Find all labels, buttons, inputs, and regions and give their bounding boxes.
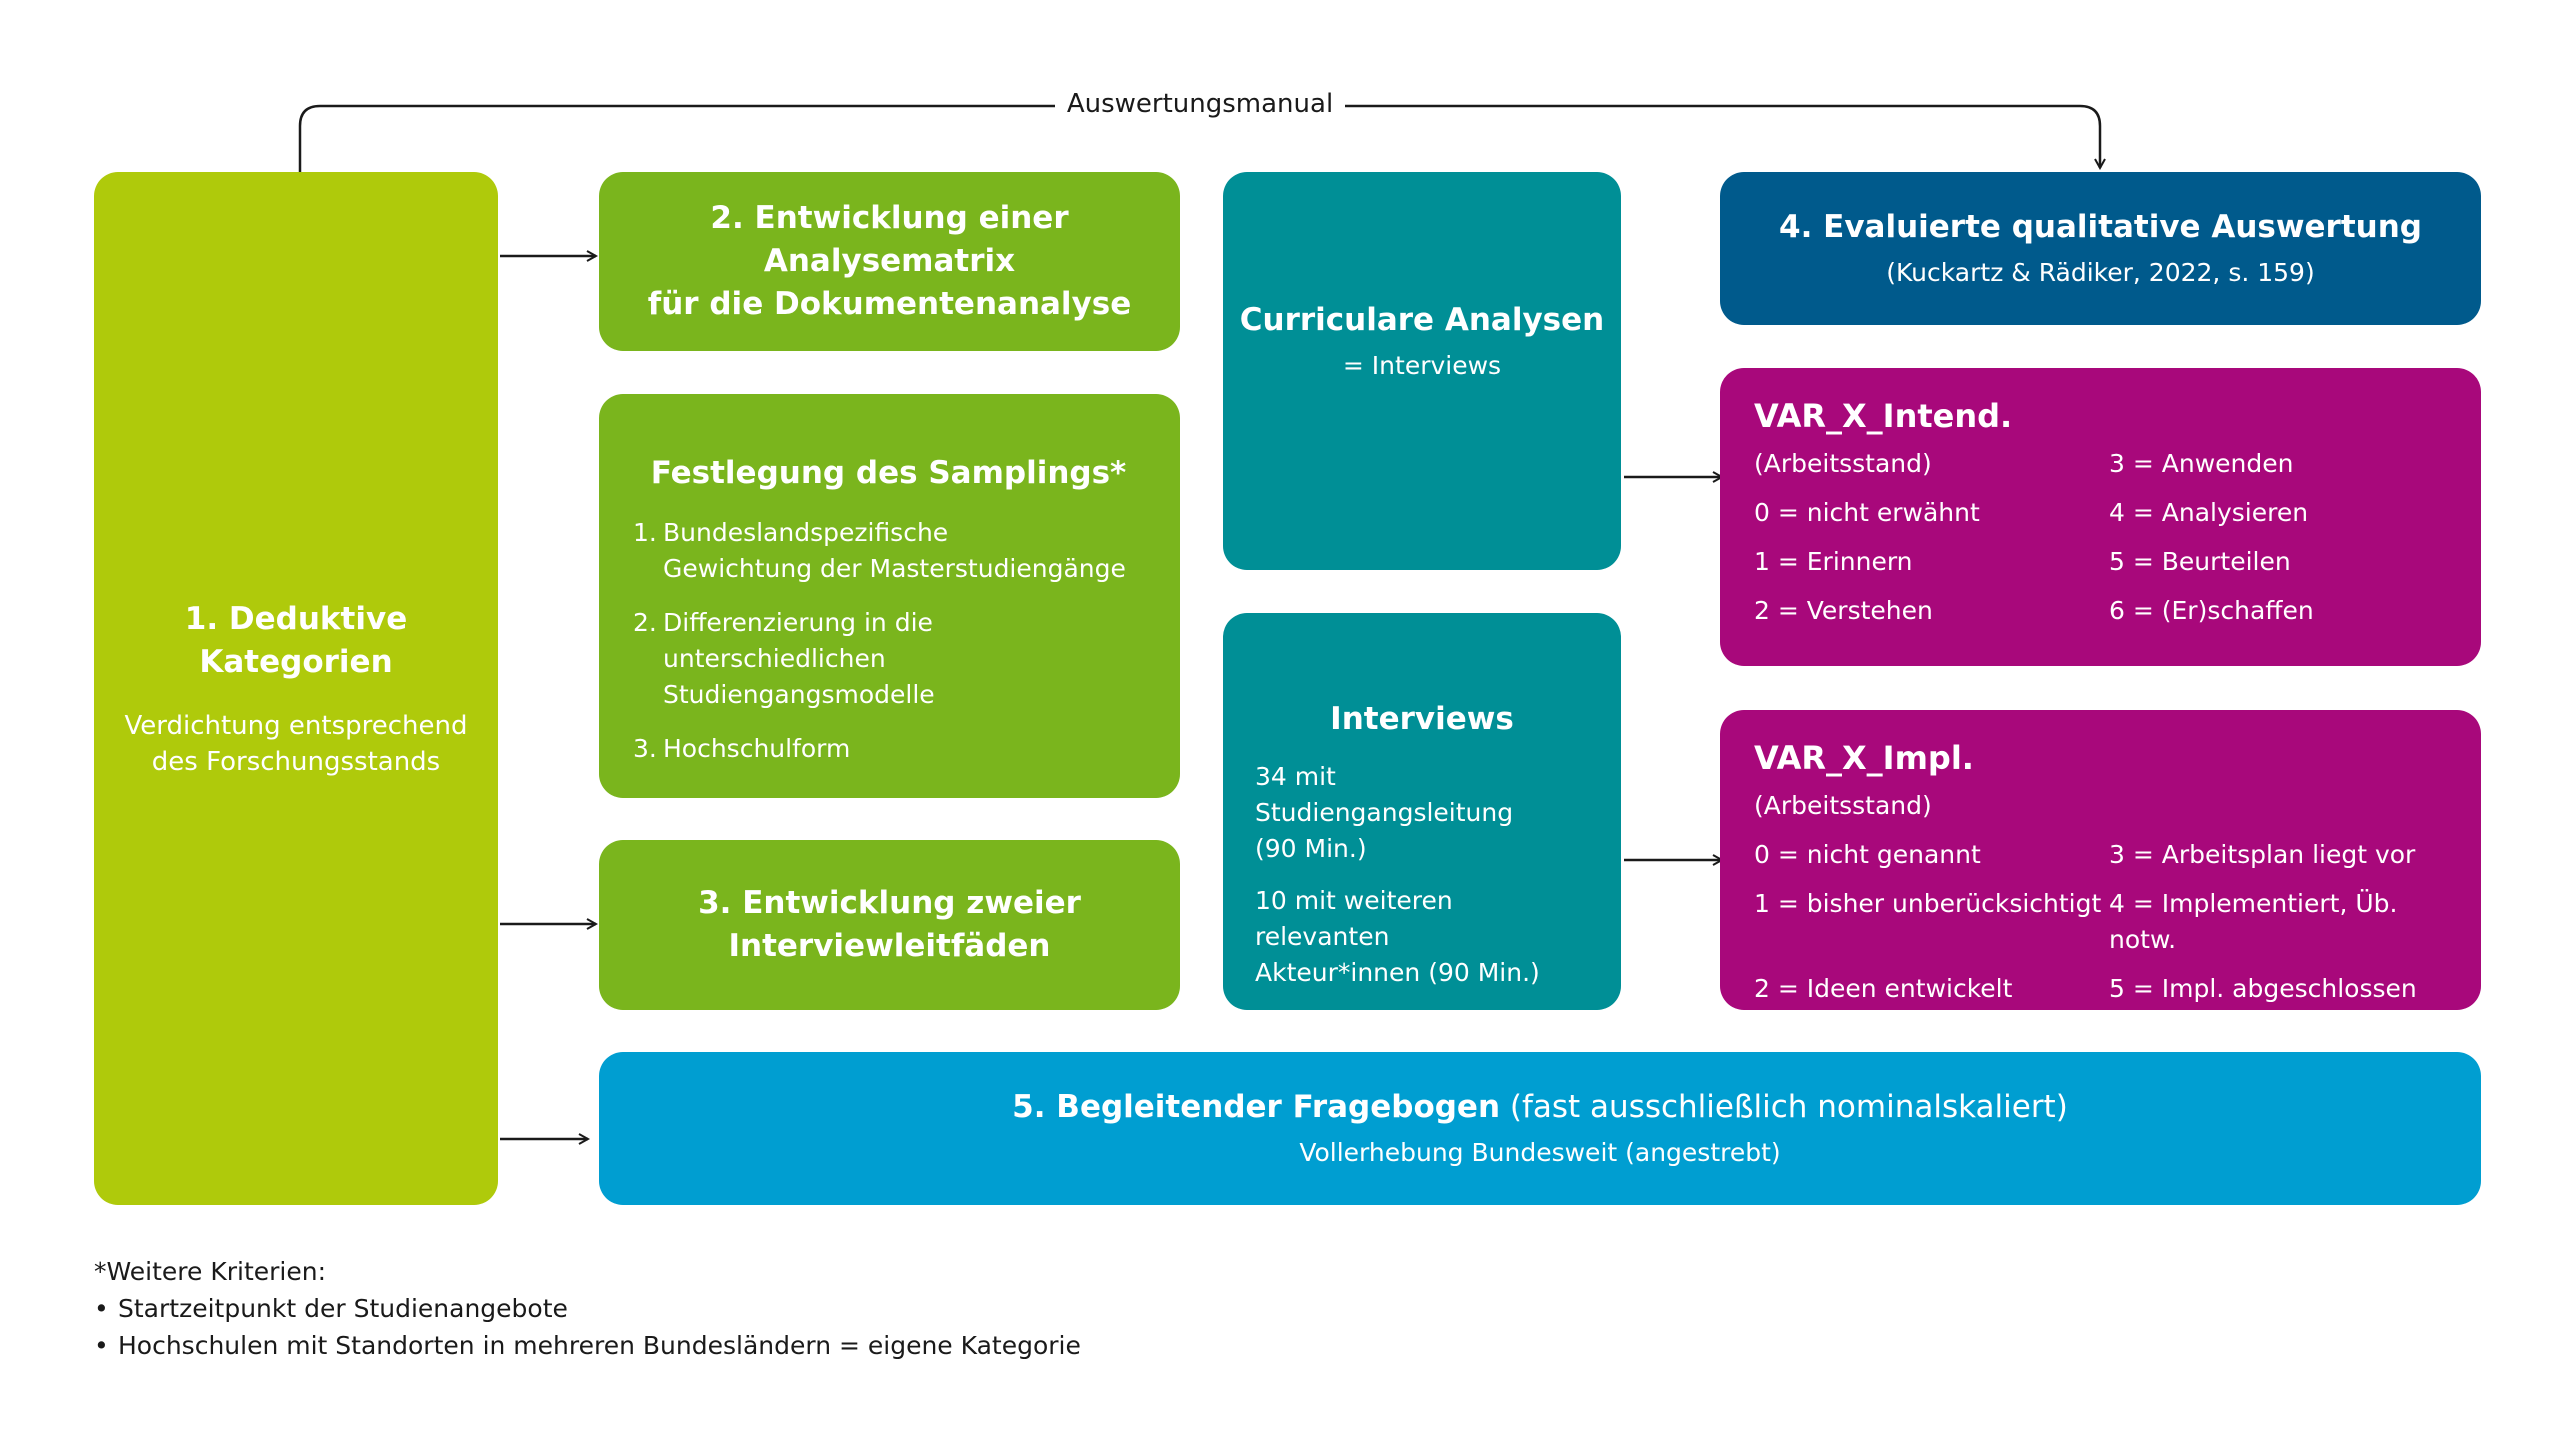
interviews-para-2: 10 mit weiteren relevanten Akteur*innen …: [1255, 883, 1589, 991]
var-impl-cell: [2109, 788, 2451, 824]
box5-title-bold: 5. Begleitender Fragebogen: [1012, 1089, 1501, 1125]
box-curricular-analyses: Curriculare Analysen = Interviews: [1223, 172, 1621, 570]
sampling-item-line2: Gewichtung der Masterstudiengänge: [663, 554, 1126, 583]
footnote-bullet: • Hochschulen mit Standorten in mehreren…: [94, 1327, 1081, 1364]
box-guides-line1: 3. Entwicklung zweier: [698, 885, 1081, 921]
var-intend-cell: 5 = Beurteilen: [2109, 547, 2291, 576]
box-var-impl: VAR_X_Impl. (Arbeitsstand) 0 = nicht gen…: [1720, 710, 2481, 1010]
var-intend-cell: 6 = (Er)schaffen: [2109, 596, 2314, 625]
box-deductive-line2: des Forschungsstands: [151, 746, 441, 777]
var-intend-title: VAR_X_Intend.: [1754, 397, 2013, 435]
sampling-item-num: 2.: [633, 608, 657, 637]
box-qualitative-evaluation: 4. Evaluierte qualitative Auswertung (Ku…: [1720, 172, 2481, 325]
var-intend-grid: (Arbeitsstand) 3 = Anwenden 0 = nicht er…: [1754, 446, 2451, 629]
footnote-bullet-text: Hochschulen mit Standorten in mehreren B…: [118, 1331, 1081, 1360]
sampling-item: 3. Hochschulform: [633, 731, 1144, 767]
var-impl-title: VAR_X_Impl.: [1754, 739, 1974, 777]
var-impl-grid: (Arbeitsstand) 0 = nicht genannt 3 = Arb…: [1754, 788, 2451, 1007]
interviews-p2-line2: Akteur*innen (90 Min.): [1255, 958, 1540, 987]
box-guides-line2: Interviewleitfäden: [728, 928, 1051, 964]
var-intend-cell: 1 = Erinnern: [1754, 547, 1913, 576]
var-impl-cell: 2 = Ideen entwickelt: [1754, 974, 2013, 1003]
interviews-title: Interviews: [1330, 701, 1514, 737]
box-sampling: Festlegung des Samplings* 1. Bundeslands…: [599, 394, 1180, 798]
box5-title-light: (fast ausschließlich nominalskaliert): [1500, 1089, 2068, 1125]
interviews-p1-line2: (90 Min.): [1255, 834, 1367, 863]
box-analysis-line2: für die Dokumentenanalyse: [647, 286, 1132, 322]
var-impl-cell: 3 = Arbeitsplan liegt vor: [2109, 840, 2416, 869]
box5-sub: Vollerhebung Bundesweit (angestrebt): [1299, 1138, 1781, 1167]
curricular-title: Curriculare Analysen: [1239, 301, 1605, 338]
var-impl-cell: 4 = Implementiert, Üb. notw.: [2109, 889, 2398, 954]
box4-sub: (Kuckartz & Rädiker, 2022, s. 159): [1886, 258, 2315, 287]
box-interview-guides: 3. Entwicklung zweier Interviewleitfäden: [599, 840, 1180, 1010]
sampling-item-num: 3.: [633, 734, 657, 763]
box-deductive-categories: 1. Deduktive Kategorien Verdichtung ents…: [94, 172, 498, 1205]
box-deductive-line1: Verdichtung entsprechend: [124, 710, 468, 741]
footnote-bullet-text: Startzeitpunkt der Studienangebote: [118, 1294, 568, 1323]
sampling-item-line1: Bundeslandspezifische: [663, 518, 949, 547]
var-intend-cell: 0 = nicht erwähnt: [1754, 498, 1980, 527]
footnote: *Weitere Kriterien: • Startzeitpunkt der…: [94, 1253, 1081, 1364]
box-analysis-line1: 2. Entwicklung einer Analysematrix: [710, 200, 1069, 279]
box-analysis-matrix: 2. Entwicklung einer Analysematrix für d…: [599, 172, 1180, 351]
box-deductive-title: 1. Deduktive Kategorien: [184, 600, 408, 680]
sampling-title: Festlegung des Samplings*: [650, 455, 1127, 491]
var-intend-cell: 4 = Analysieren: [2109, 498, 2309, 527]
var-impl-cell: (Arbeitsstand): [1754, 791, 1932, 820]
bullet-icon: •: [94, 1331, 109, 1360]
interviews-para-1: 34 mit Studiengangsleitung (90 Min.): [1255, 759, 1589, 867]
footnote-bullet: • Startzeitpunkt der Studienangebote: [94, 1290, 1081, 1327]
sampling-item: 2. Differenzierung in die unterschiedlich…: [633, 605, 1144, 713]
manual-label: Auswertungsmanual: [1055, 86, 1345, 122]
interviews-p1-line1: 34 mit Studiengangsleitung: [1255, 762, 1514, 827]
var-impl-cell: 0 = nicht genannt: [1754, 840, 1981, 869]
box4-title: 4. Evaluierte qualitative Auswertung: [1779, 209, 2422, 245]
bullet-icon: •: [94, 1294, 109, 1323]
sampling-item-line1: Differenzierung in die: [663, 608, 933, 637]
interviews-p2-line1: 10 mit weiteren relevanten: [1255, 886, 1453, 951]
box-interviews: Interviews 34 mit Studiengangsleitung (9…: [1223, 613, 1621, 1010]
var-impl-cell: 5 = Impl. abgeschlossen: [2109, 974, 2417, 1003]
sampling-item-line2: unterschiedlichen Studiengangsmodelle: [663, 644, 935, 709]
box-questionnaire: 5. Begleitender Fragebogen (fast ausschl…: [599, 1052, 2481, 1205]
var-intend-cell: 3 = Anwenden: [2109, 449, 2294, 478]
curricular-sub: = Interviews: [1342, 350, 1502, 380]
sampling-item-num: 1.: [633, 518, 657, 547]
var-impl-cell: 1 = bisher unberücksichtigt: [1754, 889, 2102, 918]
var-intend-cell: (Arbeitsstand): [1754, 449, 1932, 478]
footnote-title: *Weitere Kriterien:: [94, 1257, 326, 1286]
box-var-intend: VAR_X_Intend. (Arbeitsstand) 3 = Anwende…: [1720, 368, 2481, 666]
var-intend-cell: 2 = Verstehen: [1754, 596, 1933, 625]
sampling-item-line1: Hochschulform: [663, 734, 851, 763]
box5-title: 5. Begleitender Fragebogen (fast ausschl…: [1012, 1086, 2068, 1129]
